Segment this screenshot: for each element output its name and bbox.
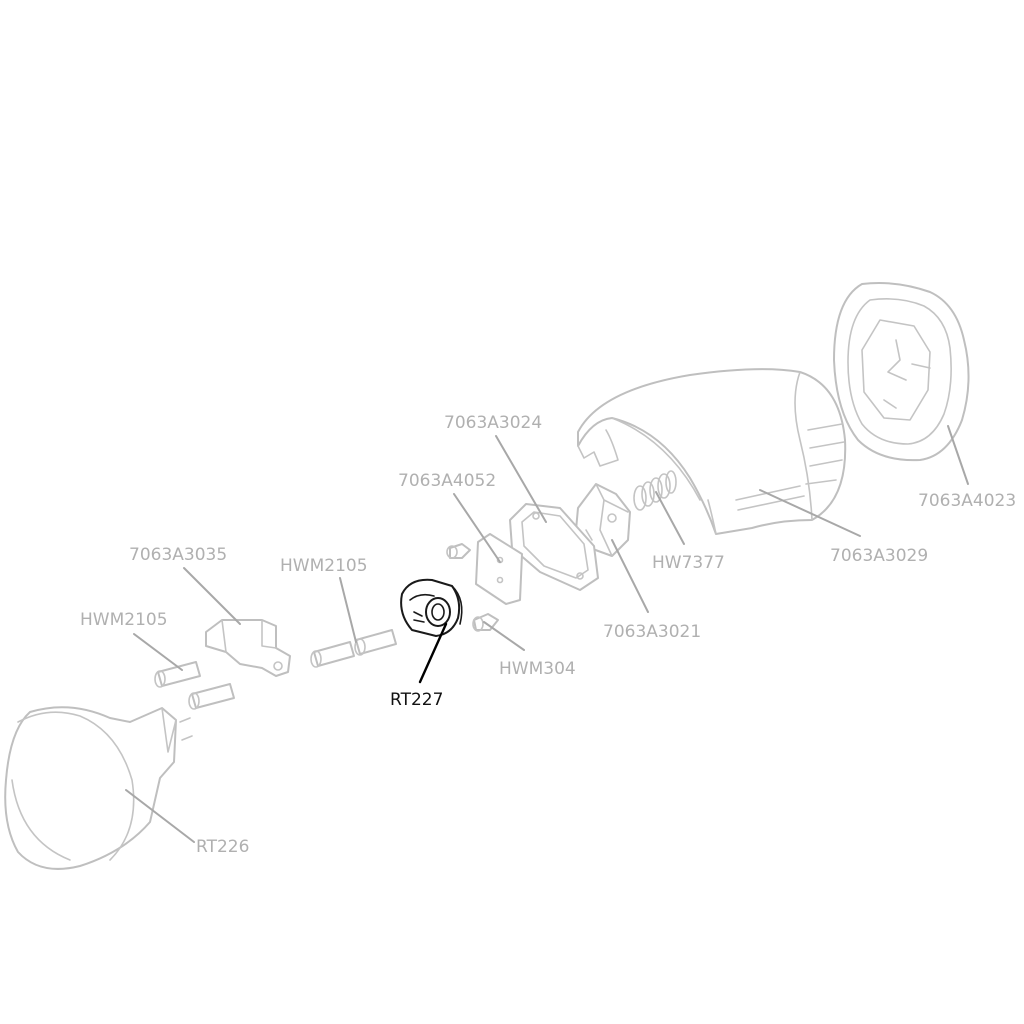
back-plate-7063a4023 xyxy=(833,282,970,462)
plate-7063a4052 xyxy=(475,533,523,605)
label-rt226: RT226 xyxy=(196,837,249,857)
part-rt227-highlighted xyxy=(400,578,463,637)
label-7063a3024: 7063A3024 xyxy=(444,413,542,433)
screw-hwm304 xyxy=(472,613,499,632)
label-hwm2105-left: HWM2105 xyxy=(80,610,168,630)
screw-small-upper xyxy=(446,543,471,559)
screw-pair-hwm2105-middle xyxy=(310,629,397,668)
label-hwm2105-upper: HWM2105 xyxy=(280,556,368,576)
label-7063a4023: 7063A4023 xyxy=(918,491,1016,511)
mounting-rod xyxy=(599,147,769,387)
housing-7063a3029 xyxy=(577,368,847,535)
label-7063a3029: 7063A3029 xyxy=(830,546,928,566)
label-7063a3021: 7063A3021 xyxy=(603,622,701,642)
lamp-rt226 xyxy=(4,706,193,870)
part-labels: 7063A3024 7063A4052 7063A3035 HWM2105 HW… xyxy=(80,413,1016,857)
bracket-7063a3035 xyxy=(205,619,291,677)
label-7063a3035: 7063A3035 xyxy=(129,545,227,565)
screw-pair-hwm2105-left xyxy=(154,661,235,710)
spring-hw7377 xyxy=(633,470,677,511)
label-hw7377: HW7377 xyxy=(652,553,725,573)
label-hwm304: HWM304 xyxy=(499,659,576,679)
label-7063a4052: 7063A4052 xyxy=(398,471,496,491)
leader-lines xyxy=(125,425,969,843)
label-rt227: RT227 xyxy=(390,690,443,710)
